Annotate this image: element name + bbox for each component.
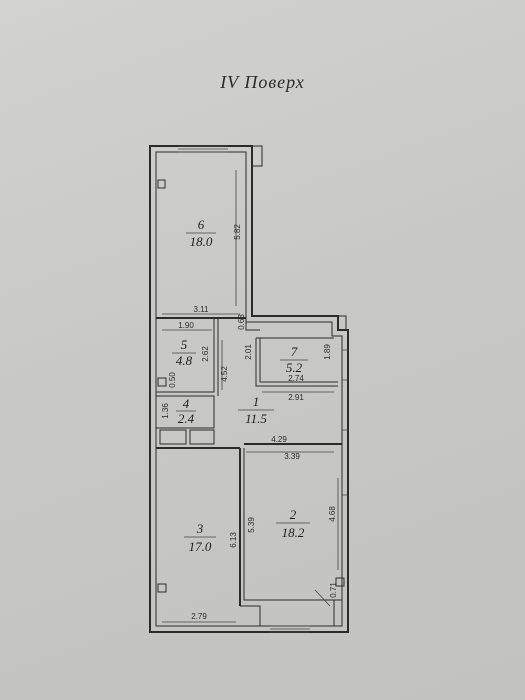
- floor-title: IV Поверх: [220, 72, 305, 92]
- room-2-number: 2: [290, 507, 297, 522]
- dimension-lines: [162, 170, 339, 623]
- dim-label: 2.01: [244, 344, 253, 360]
- dim-label: 2.62: [201, 346, 210, 362]
- room-4-area: 2.4: [178, 411, 195, 426]
- dim-label: 4.52: [220, 366, 229, 382]
- room-1-area: 11.5: [245, 411, 267, 426]
- dim-label: 6.13: [229, 532, 238, 548]
- dim-label: 4.68: [328, 506, 337, 522]
- outer-walls: [149, 145, 349, 633]
- dim-label: 2.74: [288, 374, 304, 383]
- room-5-area: 4.8: [176, 353, 193, 368]
- dim-label: 2.91: [288, 393, 304, 402]
- internal-walls: [156, 317, 342, 626]
- room-7-number: 7: [291, 344, 298, 359]
- room-7-area: 5.2: [286, 360, 303, 375]
- dim-label: 4.29: [271, 435, 287, 444]
- dim-label: 0.71: [329, 582, 338, 598]
- room-6-number: 6: [198, 217, 205, 232]
- room-3-number: 3: [196, 521, 204, 536]
- dim-label: 2.79: [191, 612, 207, 621]
- dim-label: 5.82: [233, 224, 242, 240]
- room-5-number: 5: [181, 337, 188, 352]
- room-labels: 6 18.0 5 4.8 4 2.4 7 5.2 1 11.5 2 18.2 3…: [172, 217, 310, 554]
- room-6-area: 18.0: [190, 234, 213, 249]
- dim-label: 1.36: [161, 403, 170, 419]
- room-4-number: 4: [183, 396, 190, 411]
- dim-label: 0.50: [168, 372, 177, 388]
- room-2-area: 18.2: [282, 525, 305, 540]
- dim-label: 1.90: [178, 321, 194, 330]
- dim-label: 0.63: [237, 314, 246, 330]
- dim-label: 1.89: [323, 344, 332, 360]
- dim-label: 3.39: [284, 452, 300, 461]
- room-3-area: 17.0: [189, 539, 212, 554]
- dim-label: 3.11: [194, 305, 210, 314]
- dimension-labels: 5.82 3.11 1.90 0.63 2.62 2.01 4.52 0.50 …: [161, 224, 338, 621]
- dim-label: 5.39: [247, 517, 256, 533]
- room-1-number: 1: [253, 394, 260, 409]
